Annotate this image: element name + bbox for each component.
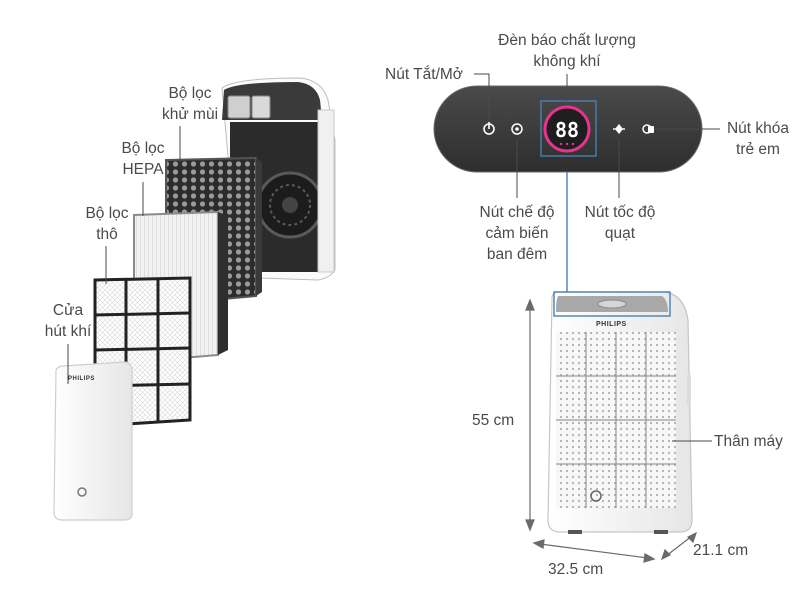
label-body: Thân máy bbox=[714, 433, 783, 450]
label-fan-speed-button: Nút tốc độ quạt bbox=[584, 204, 656, 242]
dimension-depth: 21.1 cm bbox=[693, 542, 749, 559]
fan-speed-icon bbox=[613, 124, 625, 134]
body-brand-logo: PHILIPS bbox=[596, 321, 627, 328]
night-sensor-icon bbox=[511, 123, 523, 135]
dimension-height: 55 cm bbox=[472, 412, 515, 429]
purifier-body bbox=[547, 291, 693, 534]
display-digits: 88 bbox=[555, 118, 579, 142]
dimension-width: 32.5 cm bbox=[548, 561, 604, 578]
label-coarse-filter: Bộ lọc thô bbox=[85, 205, 129, 243]
label-hepa-filter: Bộ lọc HEPA bbox=[121, 140, 165, 178]
dimension-arrows bbox=[525, 298, 698, 563]
child-lock-icon bbox=[642, 124, 654, 134]
label-child-lock-button: Nút khóa trẻ em bbox=[726, 120, 790, 158]
label-night-sensor-button: Nút chế độ cảm biến ban đêm bbox=[479, 204, 555, 263]
front-door-brand-logo: PHILIPS bbox=[68, 376, 95, 382]
front-logo-icon bbox=[590, 490, 602, 502]
label-deodor-filter: Bộ lọc khử mùi bbox=[161, 85, 219, 123]
air-quality-ring bbox=[543, 105, 591, 153]
label-intake-door: Cửa hút khí bbox=[44, 302, 92, 340]
air-quality-highlight bbox=[540, 100, 597, 157]
top-panel-highlight bbox=[553, 291, 671, 317]
label-air-quality-light: Đèn báo chất lượng không khí bbox=[498, 32, 636, 70]
panel-callout-lines bbox=[474, 73, 720, 198]
top-panel bbox=[556, 296, 668, 312]
power-icon bbox=[483, 122, 495, 135]
label-power-button: Nút Tắt/Mở bbox=[385, 66, 463, 83]
left-callout-lines bbox=[67, 126, 181, 384]
intake-door-illustration bbox=[53, 361, 133, 521]
